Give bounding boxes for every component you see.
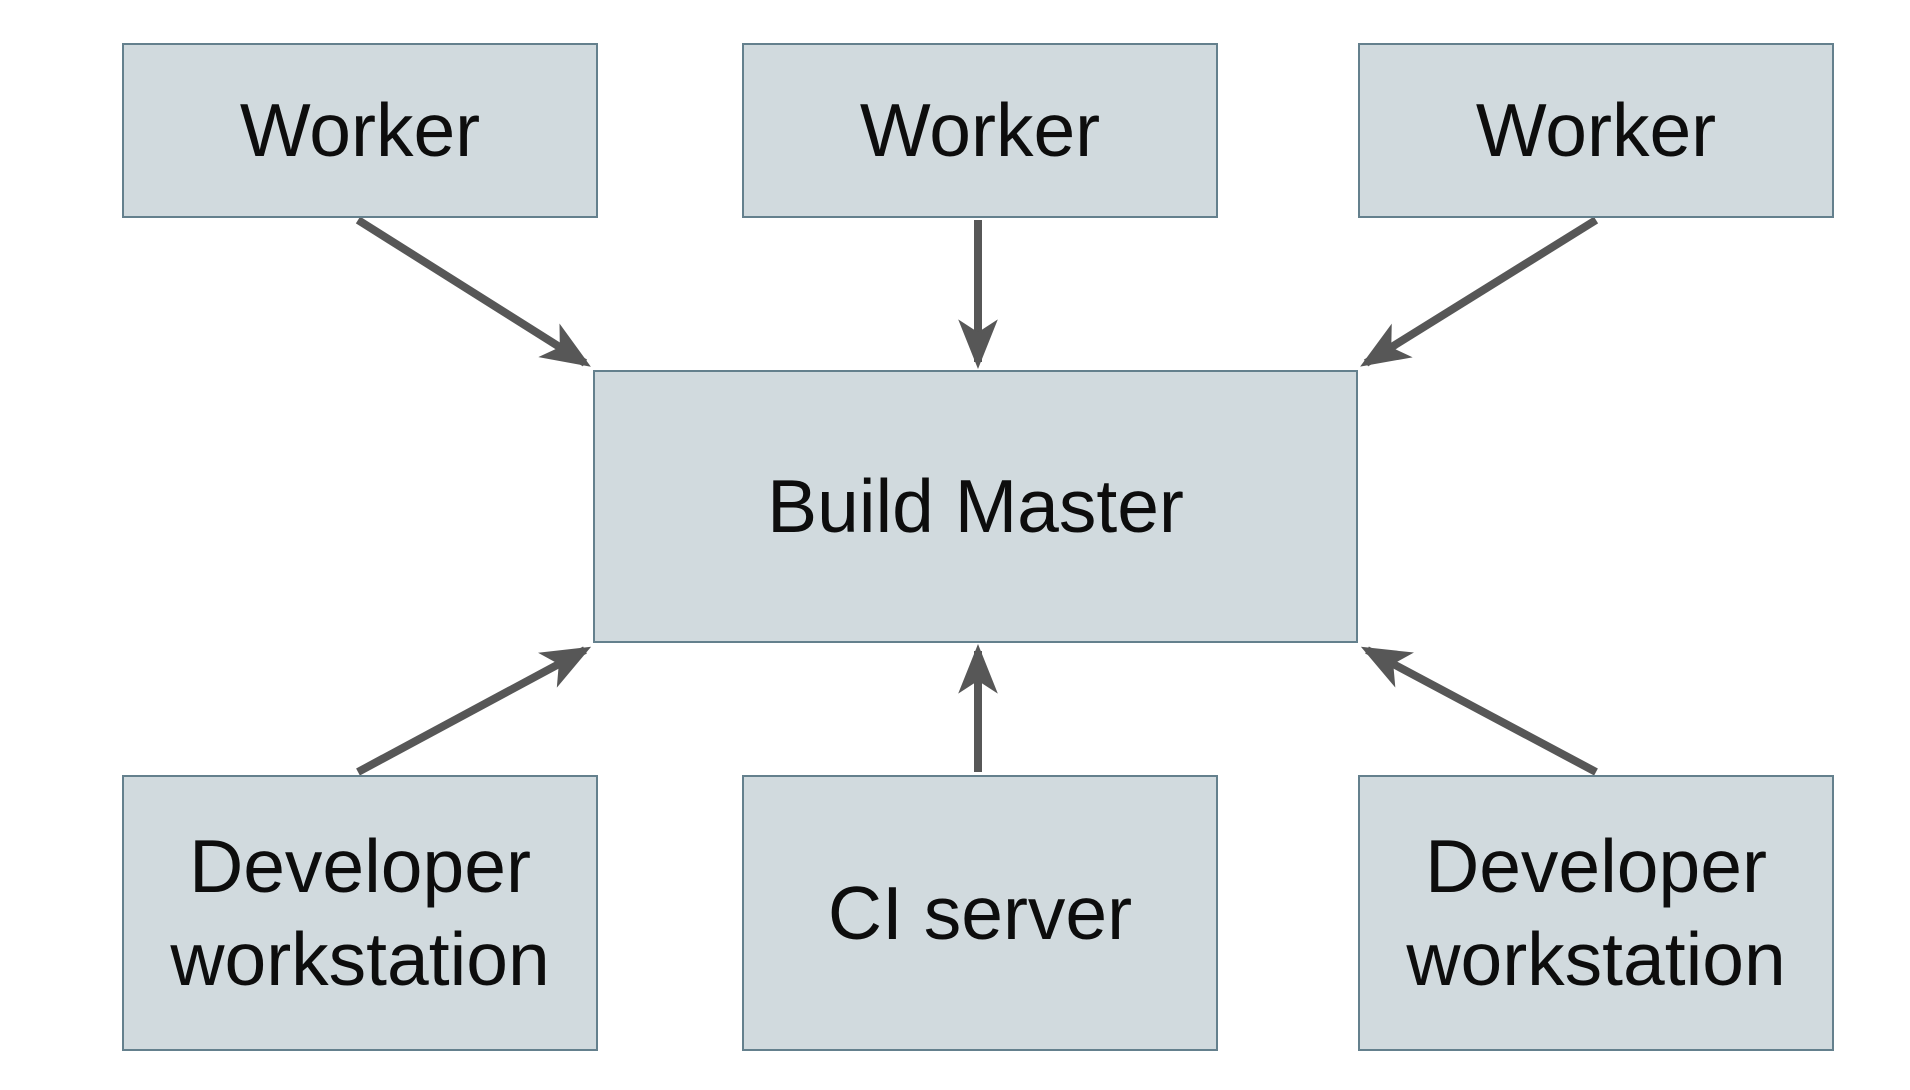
node-worker-1-label: Worker: [239, 88, 481, 172]
node-ci-server: CI server: [742, 775, 1218, 1051]
arrow-worker-3-to-build-master: [1360, 216, 1599, 367]
node-dev-workstation-1-label: Developer workstation: [170, 824, 550, 1001]
node-dev-workstation-1: Developer workstation: [122, 775, 598, 1051]
arrow-dev-workstation-1-to-build-master: [356, 646, 592, 776]
arrow-dev-workstation-2-to-build-master: [1360, 646, 1598, 776]
node-worker-2: Worker: [742, 43, 1218, 218]
node-build-master: Build Master: [593, 370, 1358, 643]
node-worker-3: Worker: [1358, 43, 1834, 218]
node-dev-workstation-2-label: Developer workstation: [1406, 824, 1786, 1001]
node-ci-server-label: CI server: [827, 870, 1133, 955]
node-build-master-label: Build Master: [767, 464, 1184, 548]
node-dev-workstation-2: Developer workstation: [1358, 775, 1834, 1051]
node-worker-3-label: Worker: [1475, 88, 1717, 172]
node-worker-1: Worker: [122, 43, 598, 218]
arrow-worker-1-to-build-master: [355, 216, 591, 367]
node-worker-2-label: Worker: [859, 88, 1101, 172]
